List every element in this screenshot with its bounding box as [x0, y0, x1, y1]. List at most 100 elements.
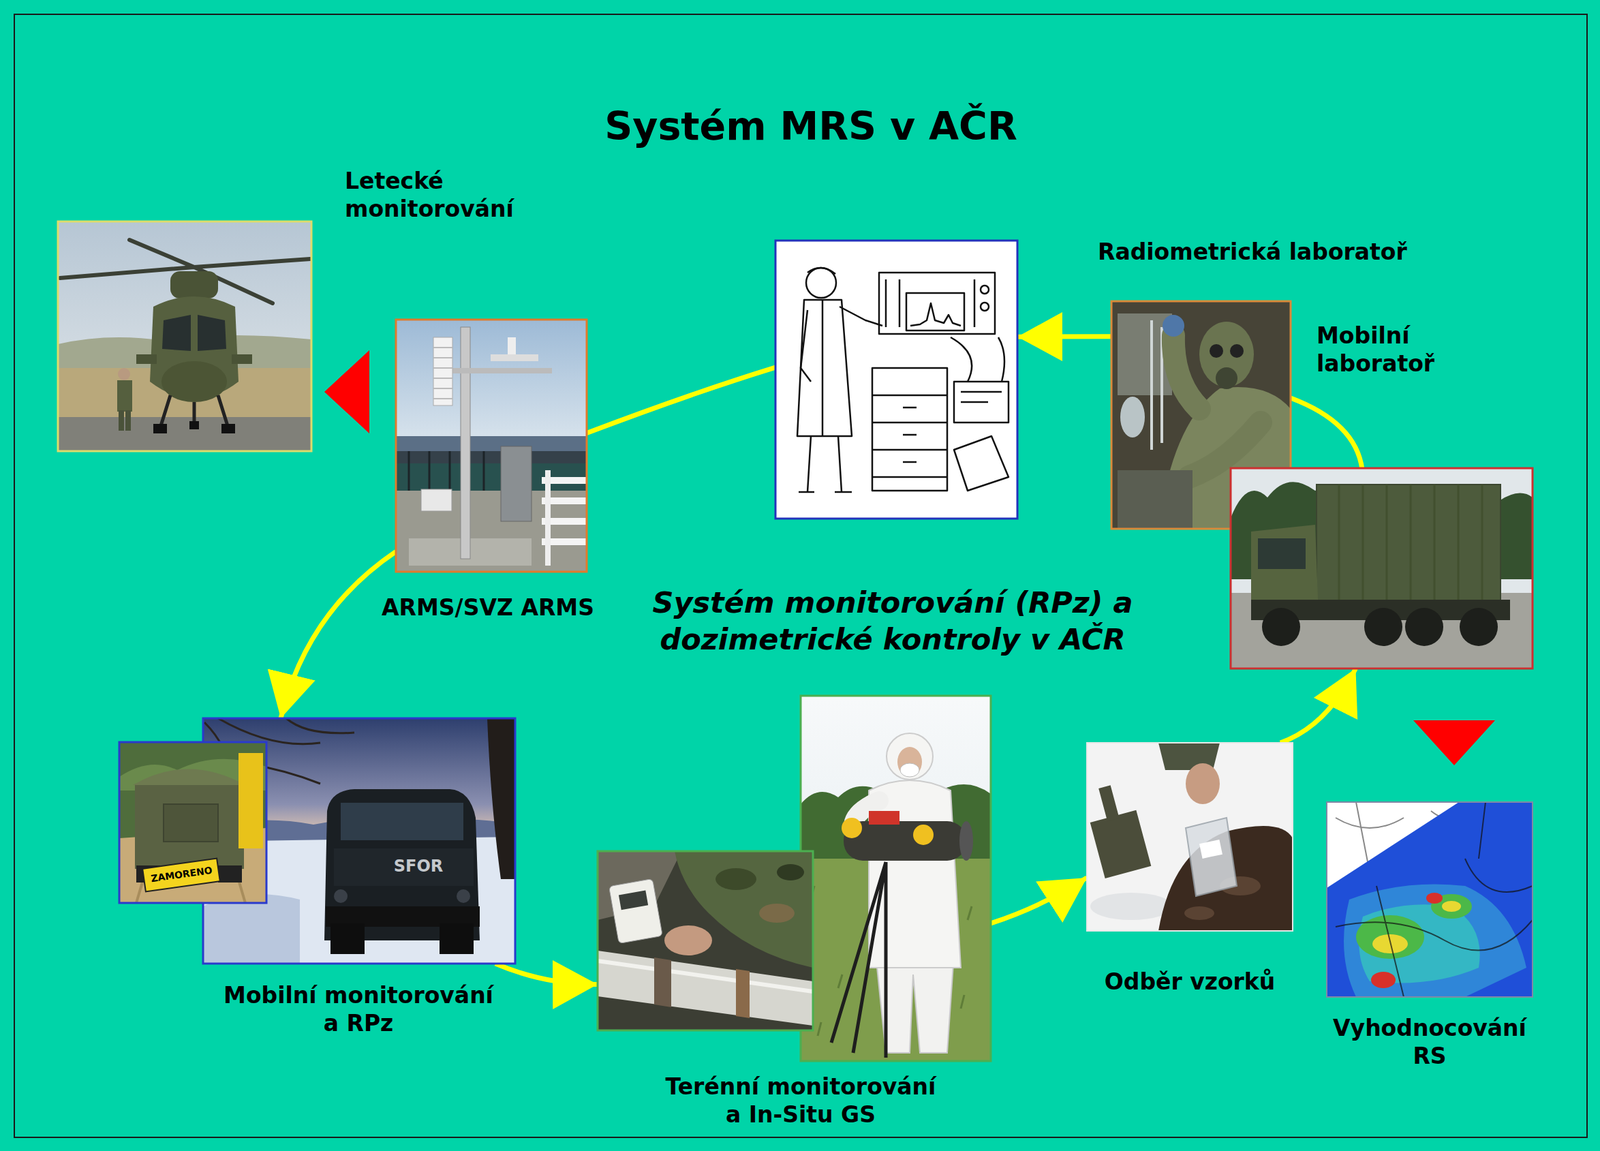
- text-holder: Systém MRS v AČR: [601, 102, 1021, 151]
- evaluation-map: [1371, 971, 1396, 989]
- sampling-photo: [1185, 817, 1237, 897]
- lab-drawing: [885, 279, 975, 328]
- helicopter-photo: [57, 221, 312, 452]
- arms-station-photo: [395, 319, 587, 572]
- field-person-photo: [800, 695, 991, 1061]
- sampling-photo: [1090, 810, 1152, 879]
- arms-station-photo: [395, 319, 587, 572]
- field-person-photo: [831, 862, 886, 1058]
- dusk-vehicle-photo: [203, 718, 516, 964]
- arms-station-photo: [395, 319, 587, 456]
- lab-drawing: [872, 367, 948, 491]
- arms-station-photo: [436, 367, 552, 374]
- lab-drawing: [800, 310, 811, 382]
- helicopter-photo: [136, 354, 157, 364]
- red-pointer: [1413, 720, 1496, 766]
- sampling-photo: [1086, 742, 1293, 931]
- lab-drawing: [807, 267, 836, 274]
- lab-drawing: [879, 272, 995, 334]
- lab-drawing: [797, 299, 852, 437]
- field-person-photo: [886, 733, 933, 780]
- pipe-measurement-photo: [597, 851, 813, 1031]
- pipe-measurement-photo: [597, 851, 813, 1031]
- field-person-photo: [800, 695, 991, 1061]
- evaluation-map: [1326, 802, 1533, 997]
- evaluation-map: [1335, 802, 1533, 997]
- lab-drawing: [821, 299, 824, 437]
- lab-drawing: [798, 491, 852, 494]
- arms-station-photo: [395, 451, 587, 491]
- dusk-vehicle-photo: [333, 848, 474, 886]
- armoured-vehicle-photo: [119, 742, 267, 903]
- pipe-measurement-photo: [735, 968, 750, 1019]
- flow-arrow: [495, 963, 598, 984]
- evaluation-map: [1326, 802, 1533, 997]
- pipe-measurement-photo: [597, 950, 813, 1026]
- helicopter-photo: [118, 410, 125, 431]
- arms-station-photo: [408, 451, 505, 491]
- mobile-lab-photo: [1120, 396, 1145, 438]
- truck-photo: [1364, 607, 1403, 646]
- lab-drawing: [902, 407, 917, 463]
- helicopter-photo: [231, 354, 253, 364]
- picture-node: Mobilní monitorování a RPz: [119, 718, 516, 964]
- sampling-photo: [1098, 785, 1119, 822]
- dusk-vehicle-photo: [456, 889, 471, 903]
- evaluation-map: [1441, 900, 1461, 912]
- mobile-lab-photo: [1117, 470, 1193, 529]
- flow-arrow: [280, 551, 396, 719]
- center-caption: Systém monitorování (RPz) a dozimetrické…: [650, 584, 1136, 659]
- pipe-measurement-photo: [618, 890, 649, 911]
- evaluation-map: [1426, 892, 1443, 904]
- mobile-lab-photo: [1229, 344, 1244, 358]
- dusk-vehicle-photo: [487, 718, 516, 880]
- field-person-photo: [841, 817, 863, 839]
- helicopter-photo: [59, 239, 311, 304]
- picture-node: Vyhodnocování RS: [1326, 802, 1533, 997]
- node-label: ARMS/SVZ ARMS: [378, 593, 597, 622]
- armoured-vehicle-photo: [142, 858, 221, 892]
- truck-photo: [1405, 607, 1444, 646]
- yellow-arc: [1290, 397, 1363, 470]
- lab-drawing: [950, 337, 1005, 382]
- picture-node: Odběr vzorků: [1086, 742, 1293, 931]
- truck-photo: [1316, 484, 1501, 601]
- lab-drawing: [954, 436, 1009, 491]
- lab-drawing: [954, 381, 1009, 423]
- lab-drawing: [797, 267, 1009, 492]
- truck-photo: [1459, 607, 1498, 646]
- evaluation-map: [1326, 802, 1533, 997]
- text-holder: Mobilní monitorování a RPz: [220, 981, 497, 1038]
- dusk-vehicle-photo: [203, 894, 300, 964]
- diagram-title: Systém MRS v AČR: [601, 102, 1021, 151]
- text-holder: Systém monitorování (RPz) a dozimetrické…: [650, 584, 1136, 659]
- armoured-vehicle-photo: [119, 742, 267, 903]
- helicopter-photo: [57, 221, 312, 452]
- picture-node: Letecké monitorování: [57, 221, 312, 452]
- mobile-lab-photo: [1209, 344, 1224, 358]
- lab-drawing: [775, 240, 1018, 519]
- truck-photo: [1230, 468, 1533, 669]
- sampling-photo: [1090, 892, 1173, 920]
- truck-photo: [1230, 592, 1533, 669]
- pipe-measurement-photo: [609, 879, 664, 944]
- armoured-vehicle-photo: [218, 865, 242, 883]
- text-holder: SFOR: [391, 855, 447, 877]
- truck-photo: [1230, 468, 1533, 669]
- mobile-lab-photo: [1215, 367, 1238, 390]
- dusk-vehicle-photo: [324, 789, 480, 941]
- lab-drawing: [807, 436, 842, 492]
- mobile-lab-photo: [1173, 335, 1200, 409]
- helicopter-photo: [162, 314, 191, 351]
- dusk-vehicle-photo: [333, 889, 348, 903]
- node-label: Mobilní laboratoř: [1316, 321, 1441, 379]
- sampling-photo: [1086, 742, 1293, 931]
- armoured-vehicle-photo: [163, 804, 219, 842]
- red-pointer: [324, 350, 370, 434]
- arms-station-photo: [460, 327, 471, 559]
- lab-drawing: [806, 267, 837, 298]
- sampling-photo: [1199, 839, 1223, 859]
- truck-photo: [1339, 484, 1483, 601]
- sampling-photo: [1086, 742, 1293, 931]
